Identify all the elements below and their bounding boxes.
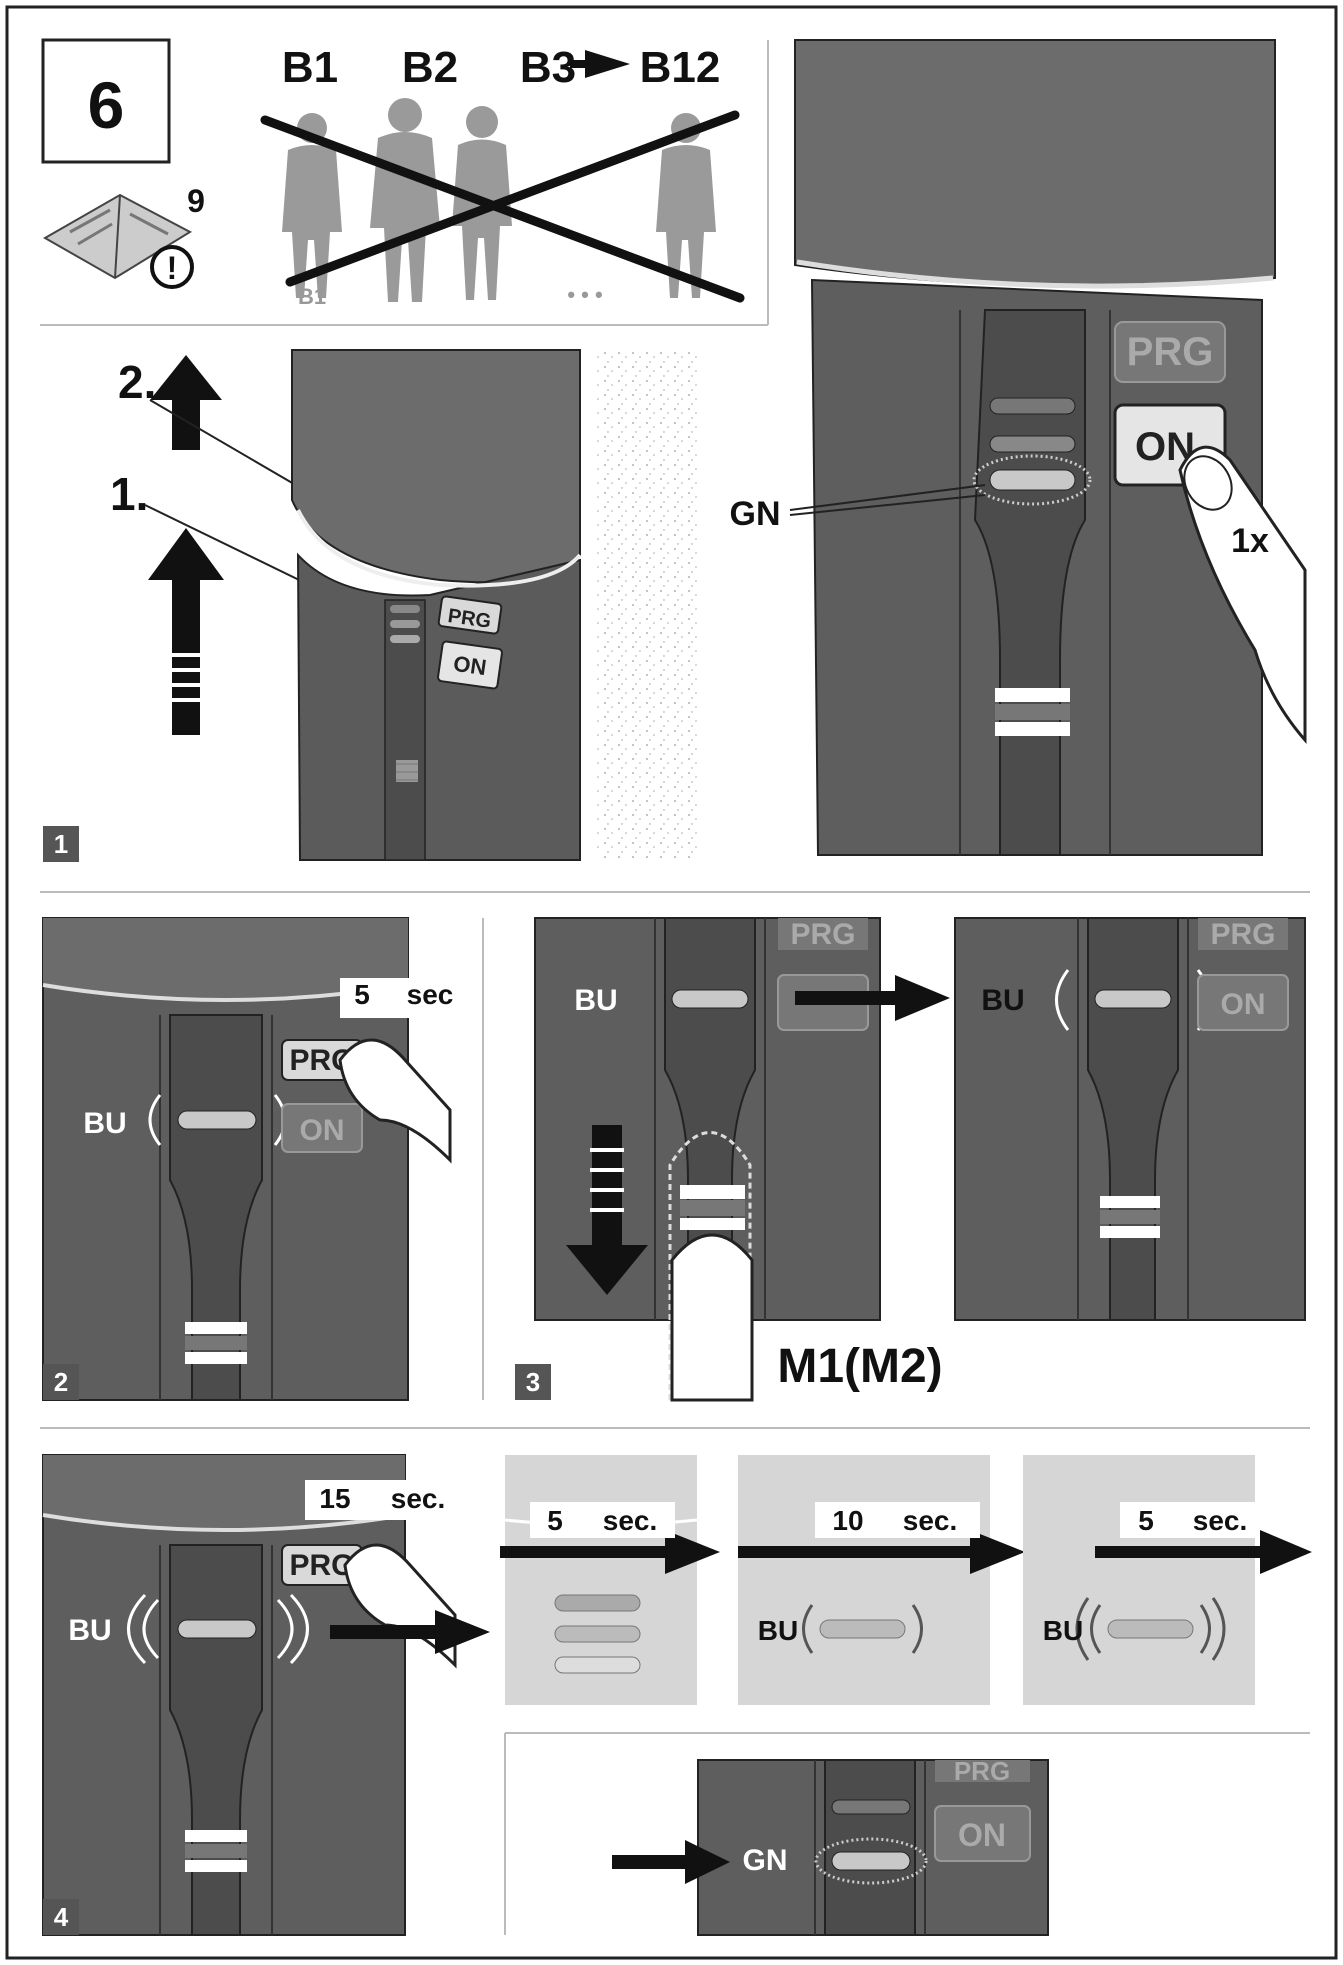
sequence-step-c bbox=[1023, 1455, 1255, 1705]
duration-unit: sec. bbox=[391, 1483, 446, 1514]
prg-label-left: PRG bbox=[790, 918, 855, 951]
step-b-value: 10 bbox=[832, 1505, 863, 1536]
user-label-b12: B12 bbox=[640, 43, 721, 92]
on-button[interactable] bbox=[281, 1103, 363, 1153]
duration-value: 5 bbox=[354, 979, 370, 1010]
arrow-right-icon bbox=[685, 1840, 730, 1884]
large-prg-button[interactable] bbox=[1114, 321, 1226, 383]
lift-cover-arrows bbox=[148, 355, 224, 735]
panel-badge-4-text: 4 bbox=[54, 1902, 69, 1932]
user-label-b1-small: B1 bbox=[298, 284, 326, 309]
green-led bbox=[831, 1851, 911, 1871]
panel-badge-3 bbox=[515, 1364, 551, 1400]
device-small bbox=[291, 349, 582, 861]
bu-label-right: BU bbox=[981, 984, 1024, 1017]
more-users-ellipsis: • • • bbox=[567, 282, 602, 307]
step-a-value: 5 bbox=[547, 1505, 563, 1536]
cross-out-icon bbox=[260, 110, 745, 303]
panel-3: PRG BU M1(M2) PRG ON BU 3 bbox=[515, 917, 1306, 1402]
panel-badge-1-text: 1 bbox=[54, 829, 68, 859]
warning-icon bbox=[150, 245, 194, 289]
duration-value: 15 bbox=[319, 1483, 350, 1514]
duration-unit: sec bbox=[407, 979, 454, 1010]
step-b-unit: sec. bbox=[903, 1505, 958, 1536]
step-c-value: 5 bbox=[1138, 1505, 1154, 1536]
green-led bbox=[989, 469, 1076, 491]
manual-reference: 9 bbox=[187, 183, 205, 219]
finger-press-icon bbox=[1178, 445, 1307, 744]
arrow-right-icon bbox=[435, 1610, 490, 1654]
step-c-bu: BU bbox=[1043, 1615, 1083, 1646]
small-prg-button[interactable] bbox=[437, 595, 503, 635]
step-c-unit: sec. bbox=[1193, 1505, 1248, 1536]
section-number: 6 bbox=[88, 68, 125, 142]
section-number-box bbox=[41, 38, 171, 164]
user-label-b1: B1 bbox=[282, 43, 338, 92]
small-on-button[interactable] bbox=[437, 640, 503, 690]
result-on-label: ON bbox=[958, 1817, 1006, 1853]
on-label: ON bbox=[300, 1114, 345, 1147]
gn-label: GN bbox=[730, 495, 781, 533]
sequence-step-b bbox=[738, 1455, 990, 1705]
device-large bbox=[794, 39, 1276, 856]
panel-badge-2-text: 2 bbox=[54, 1367, 68, 1397]
result-prg-label: PRG bbox=[954, 1756, 1010, 1786]
step-label-1: 1. bbox=[110, 468, 148, 520]
prg-label-right: PRG bbox=[1210, 918, 1275, 951]
range-arrow-icon bbox=[585, 50, 630, 78]
large-prg-label: PRG bbox=[1127, 330, 1214, 374]
bu-label: BU bbox=[83, 1107, 126, 1140]
finger-press-icon bbox=[338, 1038, 452, 1164]
panel-badge-4 bbox=[43, 1899, 79, 1935]
panel-2: PRG ON 5 sec BU 2 bbox=[42, 917, 454, 1401]
bu-label: BU bbox=[68, 1614, 111, 1647]
wall-texture bbox=[595, 350, 700, 860]
panel-badge-2 bbox=[43, 1364, 79, 1400]
step-label-2: 2. bbox=[118, 356, 156, 408]
step-a-unit: sec. bbox=[603, 1505, 658, 1536]
step-b-bu: BU bbox=[758, 1615, 798, 1646]
bu-label-left: BU bbox=[574, 984, 617, 1017]
result-gn-label: GN bbox=[743, 1844, 788, 1877]
manual-book-icon bbox=[42, 193, 193, 280]
blue-led bbox=[177, 1110, 257, 1130]
panel-badge-3-text: 3 bbox=[526, 1367, 540, 1397]
small-on-label: ON bbox=[452, 651, 488, 680]
panel-4: PRG 15 sec. BU 5 sec. 10 sec. BU bbox=[42, 1454, 1312, 1936]
arrow-up-icon bbox=[150, 355, 222, 450]
arrow-up-striped-icon bbox=[148, 528, 224, 735]
on-label-right: ON bbox=[1221, 988, 1266, 1021]
user-label-b2: B2 bbox=[402, 43, 458, 92]
warning-symbol: ! bbox=[167, 250, 178, 286]
memory-label: M1(M2) bbox=[777, 1340, 942, 1393]
user-label-b3: B3 bbox=[520, 43, 576, 92]
finger-press-icon bbox=[670, 1233, 754, 1402]
arrow-right-icon bbox=[895, 975, 950, 1021]
panel-badge-1 bbox=[43, 826, 79, 862]
press-count: 1x bbox=[1231, 522, 1269, 560]
panel-1: 6 9 ! • • • B1 bbox=[40, 38, 1307, 862]
